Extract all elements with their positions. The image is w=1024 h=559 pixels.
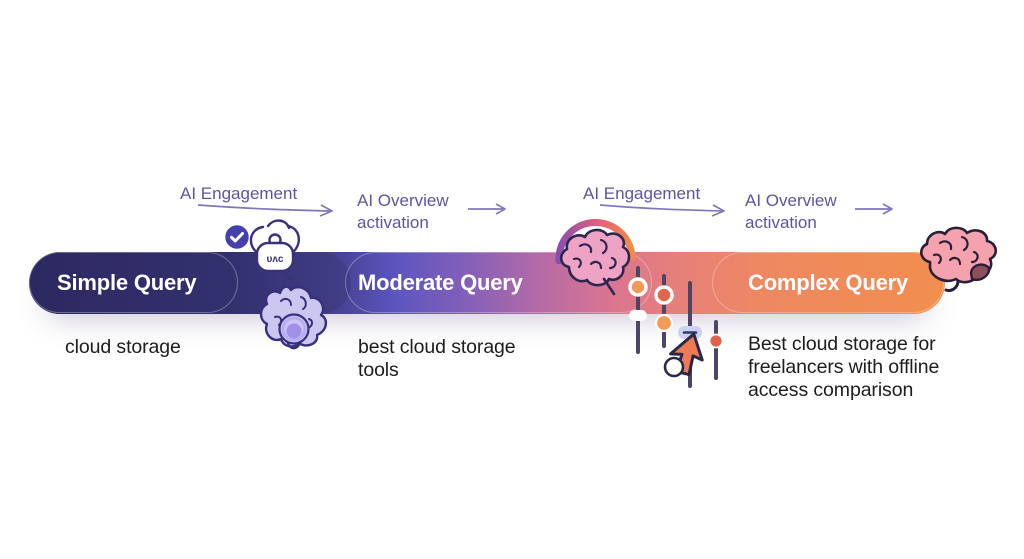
- arrow-icon-overview-left: [468, 203, 506, 215]
- stage-label-moderate: Moderate Query: [358, 270, 523, 295]
- ai-overview-line2: activation: [745, 213, 817, 232]
- query-line: freelancers with offline: [748, 356, 940, 378]
- cursor-arrow-icon: [663, 332, 704, 378]
- arrow-icon-engagement-left: [197, 204, 333, 217]
- query-line: tools: [358, 359, 399, 381]
- query-line: cloud storage: [65, 336, 181, 358]
- arrow-icon-overview-right: [855, 203, 893, 215]
- brain-lightbulb-icon: [259, 285, 328, 350]
- query-line: access comparison: [748, 379, 914, 401]
- example-query-simple: cloud storage: [65, 336, 181, 359]
- arrow-icon-engagement-right: [599, 204, 725, 217]
- chatbot-icon: ᴜʌᴄ: [249, 219, 300, 281]
- ai-overview-line2: activation: [357, 213, 429, 232]
- stage-label-simple: Simple Query: [57, 270, 197, 295]
- ai-overview-label-left: AI Overview activation: [357, 190, 449, 234]
- query-line: Best cloud storage for: [748, 333, 936, 355]
- ai-engagement-label-left: AI Engagement: [180, 183, 297, 205]
- segment-outline-simple: [29, 252, 238, 313]
- example-query-moderate: best cloud storage tools: [358, 336, 516, 382]
- ai-overview-line1: AI Overview: [745, 191, 837, 210]
- segment-outline-complex: [712, 252, 944, 313]
- ai-engagement-label-right: AI Engagement: [583, 183, 700, 205]
- ai-overview-line1: AI Overview: [357, 191, 449, 210]
- example-query-complex: Best cloud storage for freelancers with …: [748, 333, 939, 402]
- chatbot-face-text: ᴜʌᴄ: [267, 254, 284, 265]
- segment-outline-moderate: [345, 252, 652, 313]
- ai-overview-label-right: AI Overview activation: [745, 190, 837, 234]
- ai-engagement-text: AI Engagement: [583, 184, 701, 203]
- ai-engagement-text: AI Engagement: [180, 184, 298, 203]
- checkmark-badge-icon: [223, 223, 251, 251]
- gradient-arc-icon: [555, 218, 636, 264]
- brain-icon-middle: [559, 228, 631, 296]
- stage-label-complex: Complex Query: [748, 270, 909, 295]
- query-line: best cloud storage: [358, 336, 516, 358]
- brain-icon-right: [920, 226, 997, 292]
